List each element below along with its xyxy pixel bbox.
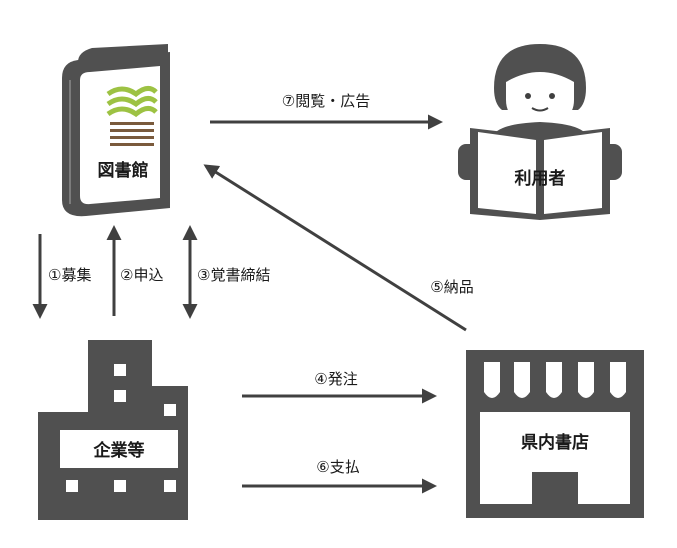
label-payment: ⑥支払 — [316, 458, 359, 476]
sprout-logo-icon — [106, 86, 158, 146]
label-order: ④発注 — [314, 370, 357, 388]
user-node: 利用者 — [458, 44, 622, 220]
label-recruit: ①募集 — [48, 266, 91, 284]
label-reading-ads: ⑦閲覧・広告 — [282, 92, 370, 110]
shop-icon — [466, 350, 644, 518]
reader-icon — [458, 44, 622, 220]
company-node: 企業等 — [38, 340, 188, 520]
library-label: 図書館 — [98, 160, 149, 181]
company-label: 企業等 — [93, 440, 145, 461]
bookstore-label: 県内書店 — [521, 432, 589, 453]
arrow-delivery — [203, 164, 467, 332]
label-delivery: ⑤納品 — [430, 278, 473, 296]
building-icon — [38, 340, 188, 520]
bookstore-node: 県内書店 — [466, 350, 644, 518]
user-label: 利用者 — [515, 168, 566, 189]
library-node: 図書館 — [62, 44, 170, 217]
label-apply: ②申込 — [120, 266, 163, 284]
book-icon — [62, 44, 170, 217]
label-memorandum: ③覚書締結 — [197, 266, 270, 284]
